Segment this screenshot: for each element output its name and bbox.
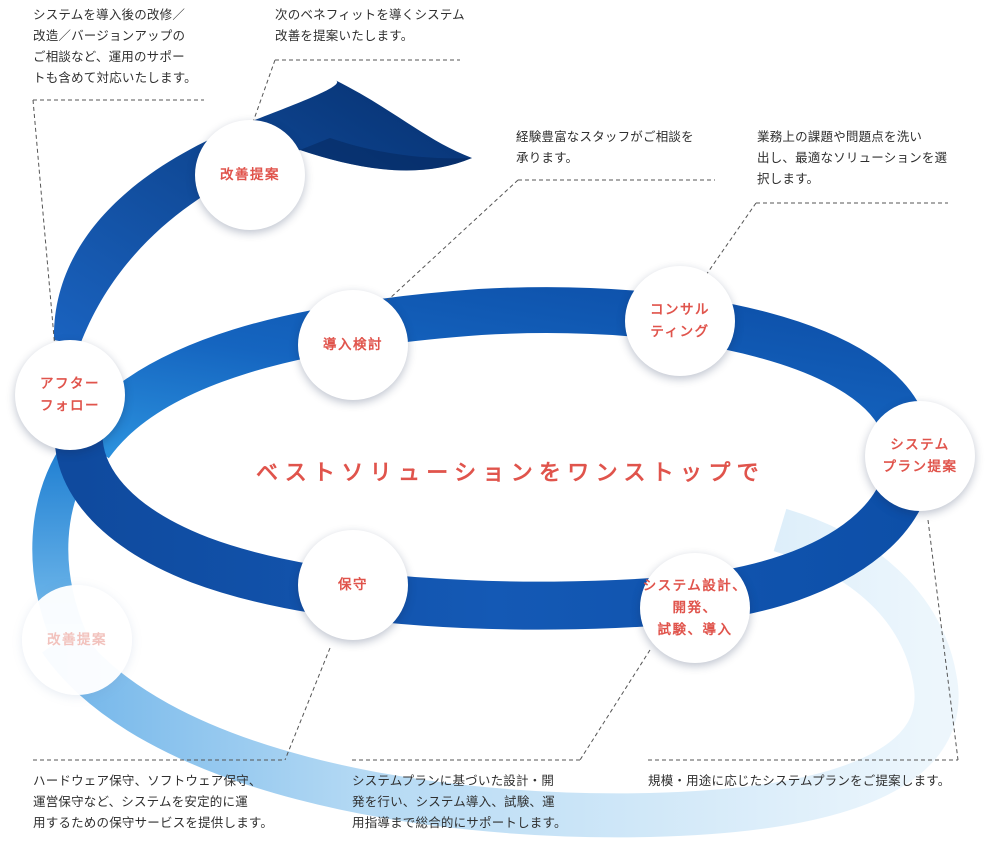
node-system-sekkei: システム設計、 開発、 試験、導入	[640, 553, 750, 663]
node-consulting: コンサル ティング	[625, 266, 735, 376]
node-system-plan: システム プラン提案	[865, 401, 975, 511]
note-kaizen: 次のベネフィットを導くシステム 改善を提案いたします。	[275, 4, 465, 46]
note-line: システムプランに基づいた設計・開	[352, 773, 555, 788]
leader-plan-drop	[927, 519, 959, 761]
note-line: 用指導まで総合的にサポートします。	[352, 815, 567, 830]
note-system-sekkei: システムプランに基づいた設計・開 発を行い、システム導入、試験、運 用指導まで総…	[352, 770, 567, 833]
note-hoshu: ハードウェア保守、ソフトウェア保守、 運営保守など、システムを安定的に運 用する…	[33, 770, 273, 833]
node-donyu-kento: 導入検討	[298, 290, 408, 400]
note-line: ご相談など、運用のサポー	[33, 49, 185, 64]
node-after-follow: アフター フォロー	[15, 340, 125, 450]
ribbon-front-half	[54, 403, 934, 630]
leader-consulting-drop	[705, 202, 757, 276]
leader-after-follow-drop	[32, 99, 57, 361]
note-line: ハードウェア保守、ソフトウェア保守、	[33, 773, 262, 788]
note-system-plan: 規模・用途に応じたシステムプランをご提案します。	[648, 770, 950, 791]
note-line: 運営保守など、システムを安定的に運	[33, 794, 248, 809]
note-consulting: 業務上の課題や問題点を洗い 出し、最適なソリューションを選 択します。	[757, 126, 947, 189]
note-line: 次のベネフィットを導くシステム	[275, 7, 465, 22]
note-line: 規模・用途に応じたシステムプランをご提案します。	[648, 773, 951, 788]
note-line: 改善を提案いたします。	[275, 28, 414, 43]
ribbon-upper-arrow	[53, 80, 472, 345]
note-line: 承ります。	[516, 150, 579, 165]
note-line: システムを導入後の改修／	[33, 7, 186, 22]
note-after-follow: システムを導入後の改修／ 改造／バージョンアップの ご相談など、運用のサポー ト…	[33, 4, 197, 88]
note-line: 択します。	[757, 171, 820, 186]
node-kaizen-bottom: 改善提案	[22, 585, 132, 695]
note-line: 経験豊富なスタッフがご相談を	[516, 129, 694, 144]
note-donyu-kento: 経験豊富なスタッフがご相談を 承ります。	[516, 126, 694, 168]
ribbon-upper-arrow-shade	[300, 138, 472, 171]
leader-kaizen-drop	[251, 59, 276, 126]
note-line: 業務上の課題や問題点を洗い	[757, 129, 923, 144]
headline: ベストソリューションをワンストップで	[256, 461, 765, 486]
ribbon-back-half	[71, 287, 928, 459]
leader-sekkei-drop	[579, 649, 651, 761]
leader-hoshu-drop	[284, 647, 331, 761]
note-line: 改造／バージョンアップの	[33, 28, 186, 43]
ribbon-pale-loop	[41, 508, 959, 838]
node-hoshu: 保守	[298, 530, 408, 640]
note-line: 用するための保守サービスを提供します。	[33, 815, 274, 830]
note-line: 発を行い、システム導入、試験、運	[352, 794, 555, 809]
note-line: トも含めて対応いたします。	[33, 70, 197, 85]
note-line: 出し、最適なソリューションを選	[757, 150, 948, 165]
node-kaizen-top: 改善提案	[195, 120, 305, 230]
leader-lines	[32, 59, 959, 761]
leader-donyu-drop	[387, 179, 519, 301]
